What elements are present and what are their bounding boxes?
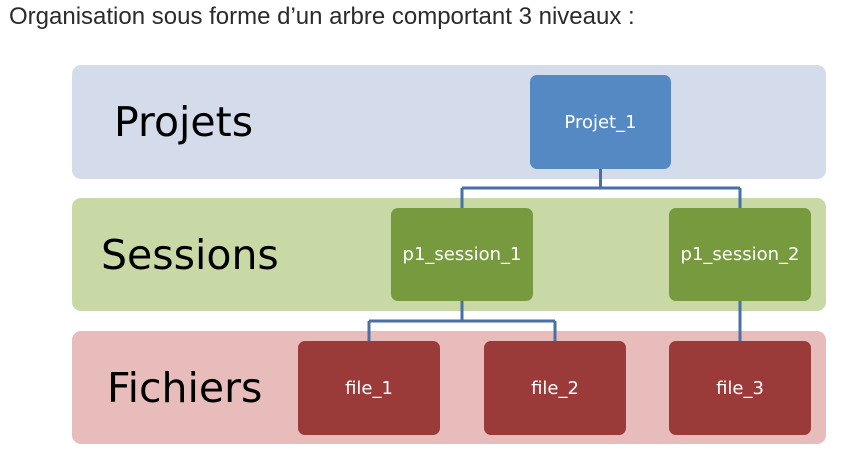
node-label: p1_session_2 <box>680 244 800 265</box>
level-label-projets: Projets <box>114 98 254 146</box>
node-file-1: file_1 <box>298 341 440 435</box>
node-session-2: p1_session_2 <box>669 208 811 301</box>
node-label: p1_session_1 <box>402 244 522 265</box>
node-file-2: file_2 <box>484 341 626 435</box>
node-label: Projet_1 <box>564 111 637 133</box>
level-label-sessions: Sessions <box>101 231 279 279</box>
level-label-fichiers: Fichiers <box>107 364 263 412</box>
node-file-3: file_3 <box>669 341 811 435</box>
node-projet-1: Projet_1 <box>530 75 671 169</box>
node-label: file_1 <box>345 377 393 399</box>
node-session-1: p1_session_1 <box>391 208 533 301</box>
page-heading: Organisation sous forme d’un arbre compo… <box>9 3 635 30</box>
node-label: file_3 <box>716 377 764 399</box>
band-projets <box>72 65 826 179</box>
node-label: file_2 <box>531 377 579 399</box>
